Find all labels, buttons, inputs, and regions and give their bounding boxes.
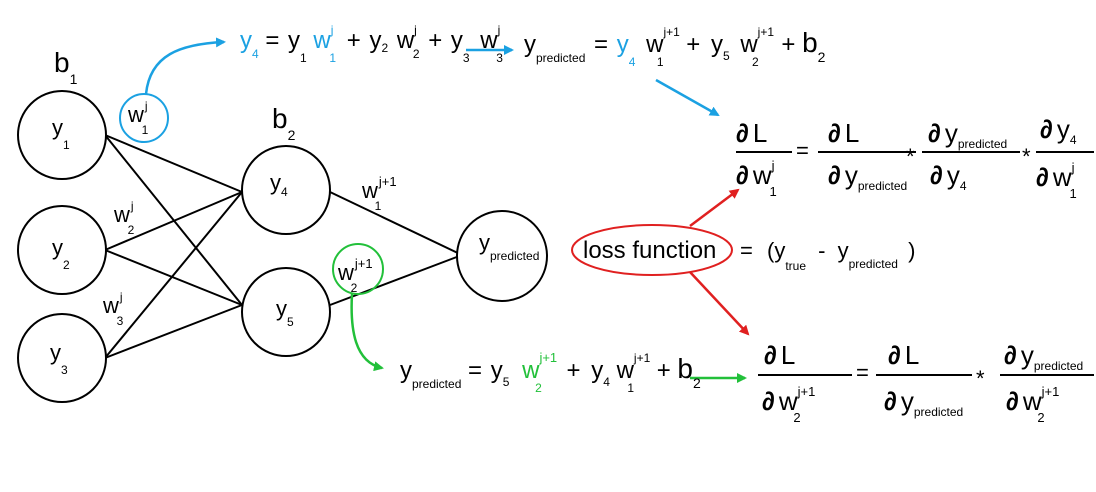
svg-text:*: * [906,144,915,169]
red-arrow-loss-to-deriv2 [689,271,750,336]
edge-y4-yp [329,191,463,256]
node-y3 [17,313,107,403]
node-y4 [241,145,331,235]
loss-highlight [571,224,733,276]
svg-text:∂wj+12: ∂wj+12 [762,384,815,425]
loss-function-label: loss function [583,237,716,264]
svg-text:∂wj+12: ∂wj+12 [1006,384,1059,425]
green-arrow-w2j1-to-eq [350,293,384,372]
blue-arrow-w1j-to-y4 [144,37,226,95]
bias-b1: b1 [54,47,78,87]
arrows [144,37,750,383]
svg-text:∂L: ∂L [888,340,919,370]
network-nodes [17,90,548,403]
node-y3-label: y3 [50,340,68,377]
edge-y2-y5 [104,249,243,306]
svg-text:=: = [796,138,809,163]
edge-y2-y4 [104,191,243,251]
node-y2 [17,205,107,295]
w2j1-highlight [332,243,384,295]
node-y5-label: y5 [276,296,294,329]
loss-function-definition: = (ytrue - ypredicted ) [740,238,915,275]
svg-text:∂wj1: ∂wj1 [1036,160,1077,201]
svg-text:∂ypredicted: ∂ypredicted [884,386,963,419]
node-labels: y1 y2 y3 y4 y5 ypredicted [50,115,539,377]
blue-arrow-ypred-to-deriv1 [655,78,720,117]
svg-text:∂ypredicted: ∂ypredicted [828,160,907,193]
svg-text:∂L: ∂L [828,118,859,148]
w1j-highlight [119,93,169,143]
node-y1 [17,90,107,180]
bias-b2: b2 [272,103,296,143]
svg-text:∂wj1: ∂wj1 [736,158,777,199]
svg-text:=: = [856,360,869,385]
node-y5 [241,267,331,357]
svg-text:∂ypredicted: ∂ypredicted [1004,340,1083,373]
svg-text:∂L: ∂L [736,118,767,148]
node-y1-label: y1 [52,115,70,152]
edge-y3-y5 [104,304,243,359]
svg-text:*: * [1022,144,1031,169]
node-y2-label: y2 [52,235,70,272]
node-ypredicted-label: ypredicted [479,230,539,263]
red-arrow-loss-to-deriv1 [689,188,740,227]
node-y4-label: y4 [270,170,288,199]
svg-text:∂y4: ∂y4 [1040,114,1077,147]
svg-text:∂L: ∂L [764,340,795,370]
node-ypredicted [456,210,548,302]
svg-text:∂y4: ∂y4 [930,160,967,193]
edge-y3-y4 [104,191,243,359]
edge-y1-y4 [104,134,243,193]
network-edges [104,134,463,359]
svg-text:*: * [976,366,985,391]
svg-text:∂ypredicted: ∂ypredicted [928,118,1007,151]
